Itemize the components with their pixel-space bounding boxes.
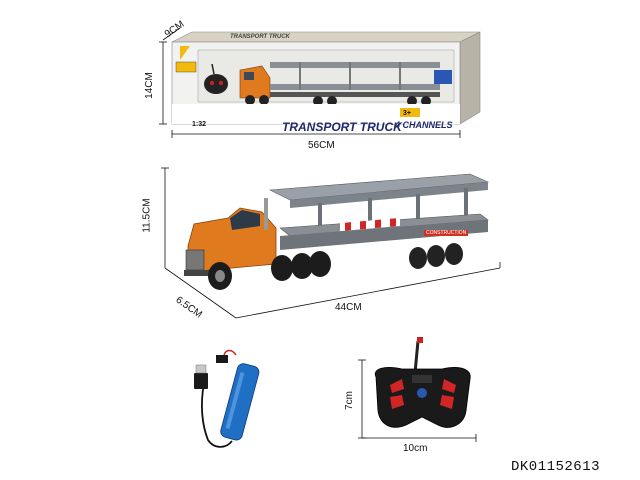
package-title: TRANSPORT TRUCK bbox=[282, 120, 402, 134]
package-top-logo: TRANSPORT TRUCK bbox=[230, 34, 290, 40]
remote-illustration bbox=[374, 337, 471, 428]
truck-height-label: 11.5CM bbox=[141, 198, 153, 233]
package-illustration bbox=[171, 31, 481, 125]
package-scale: 1:32 bbox=[192, 121, 207, 128]
truck-illustration bbox=[184, 173, 490, 290]
package-width-label: 56CM bbox=[308, 140, 335, 151]
truck-length-label: 44CM bbox=[335, 302, 362, 313]
battery-illustration bbox=[194, 349, 260, 448]
sku-label: DK01152613 bbox=[511, 459, 601, 475]
package-height-label: 14CM bbox=[143, 72, 155, 99]
remote-height-label: 7cm bbox=[343, 391, 355, 410]
truck bbox=[170, 168, 500, 308]
remote-width-label: 10cm bbox=[403, 443, 428, 454]
package-box bbox=[150, 20, 490, 150]
battery-pack bbox=[180, 345, 280, 455]
trailer-text: CONSTRUCTION bbox=[424, 230, 469, 236]
package-channels: 4 CHANNELS bbox=[395, 120, 453, 130]
remote-control bbox=[362, 335, 482, 435]
package-age: 3+ bbox=[403, 110, 411, 117]
